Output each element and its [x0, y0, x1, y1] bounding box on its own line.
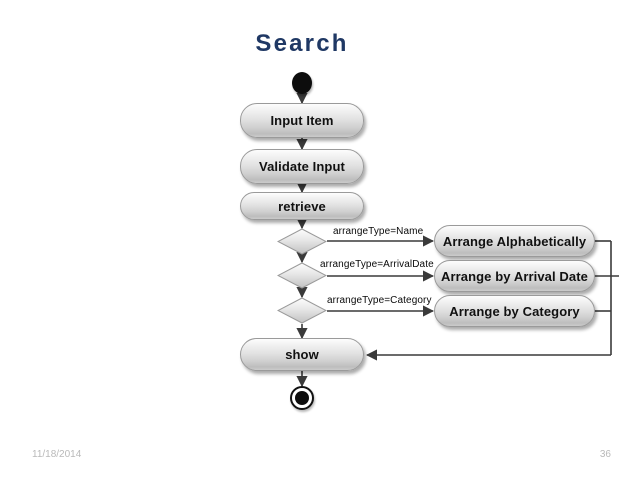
decision-node-1[interactable] — [277, 228, 327, 255]
action-node-show[interactable]: show — [240, 338, 364, 371]
action-node-arrange-alphabetically[interactable]: Arrange Alphabetically — [434, 225, 595, 257]
action-label: show — [285, 347, 319, 362]
action-label: Arrange Alphabetically — [442, 233, 587, 249]
action-node-validate-input[interactable]: Validate Input — [240, 149, 364, 184]
action-node-arrange-by-arrival-date[interactable]: Arrange by Arrival Date — [434, 260, 595, 292]
action-label: Validate Input — [259, 159, 345, 174]
edge-label-arrange-type-category: arrangeType=Category — [327, 295, 432, 306]
action-label: Input Item — [270, 113, 334, 128]
action-label: Arrange by Category — [449, 303, 580, 319]
action-label: retrieve — [278, 198, 326, 214]
decision-node-2[interactable] — [277, 262, 327, 289]
initial-node — [292, 72, 312, 94]
action-label: Arrange by Arrival Date — [440, 268, 589, 284]
footer-date: 11/18/2014 — [32, 449, 82, 460]
page-title: Search — [255, 30, 349, 57]
edge-label-arrange-type-arrival-date: arrangeType=ArrivalDate — [320, 259, 434, 270]
final-node — [290, 386, 314, 410]
edge-label-arrange-type-name: arrangeType=Name — [333, 226, 424, 237]
action-node-input-item[interactable]: Input Item — [240, 103, 364, 138]
action-node-arrange-by-category[interactable]: Arrange by Category — [434, 295, 595, 327]
footer-page-number: 36 — [599, 449, 611, 460]
action-node-retrieve[interactable]: retrieve — [240, 192, 364, 220]
decision-node-3[interactable] — [277, 297, 327, 324]
